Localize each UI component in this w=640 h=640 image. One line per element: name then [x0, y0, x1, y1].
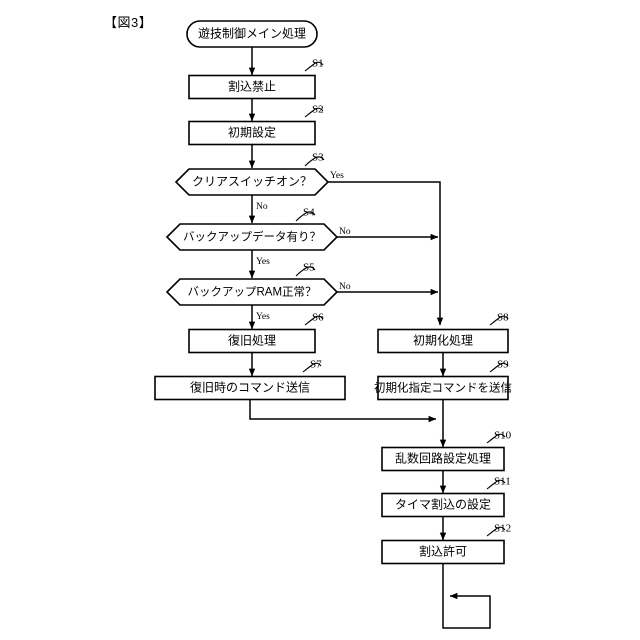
s12-process-shape [381, 539, 505, 565]
s4-step-label: S4 [303, 207, 315, 219]
node-s8: 初期化処理 S8 [377, 312, 509, 354]
node-s10: 乱数回路設定処理 S10 [381, 430, 512, 472]
s7-leader-line [302, 362, 322, 373]
s6-leader-line [304, 315, 324, 326]
node-s11: タイマ割込の設定 S11 [381, 476, 511, 518]
connector-group [248, 47, 491, 629]
s8-step-label: S8 [497, 312, 509, 324]
s11-step-label: S11 [494, 476, 511, 488]
s11-label: タイマ割込の設定 [395, 497, 491, 512]
s3-no-branch-label: No [256, 202, 268, 212]
s4-decision-shape [165, 223, 339, 251]
s2-step-label: S2 [312, 104, 324, 116]
s2-label: 初期設定 [228, 125, 276, 140]
s12-step-label: S12 [494, 523, 511, 535]
node-s9: 初期化指定コマンドを送信 S9 [374, 359, 512, 401]
s12-label: 割込許可 [419, 544, 467, 559]
node-s6: 復旧処理 S6 [188, 312, 324, 354]
node-s5: バックアップRAM正常？ S5 No Yes [165, 262, 351, 322]
edge-s12-loop [442, 564, 491, 629]
s7-label: 復旧時のコマンド送信 [190, 380, 310, 395]
s9-label: 初期化指定コマンドを送信 [374, 381, 512, 395]
s4-no-branch-label: No [339, 227, 351, 237]
s10-label: 乱数回路設定処理 [395, 451, 491, 466]
s3-label: クリアスイッチオン？ [192, 175, 312, 189]
s2-leader-line [304, 107, 324, 118]
start-label: 遊技制御メイン処理 [198, 26, 306, 41]
node-s4: バックアップデータ有り？ S4 No Yes [165, 207, 351, 267]
s9-step-label: S9 [497, 359, 509, 371]
s4-label: バックアップデータ有り？ [183, 230, 321, 244]
s1-process-shape [188, 74, 316, 100]
node-s1: 割込禁止 S1 [188, 58, 324, 100]
node-start: 遊技制御メイン処理 [186, 20, 318, 48]
s1-label: 割込禁止 [228, 79, 276, 94]
s6-label: 復旧処理 [228, 333, 276, 348]
node-s3: クリアスイッチオン？ S3 Yes No [174, 152, 344, 212]
figure-number-label: 【図3】 [104, 15, 153, 30]
s7-process-shape [154, 375, 346, 401]
node-s12: 割込許可 S12 [381, 523, 511, 565]
s5-no-branch-label: No [339, 282, 351, 292]
s5-yes-branch-label: Yes [256, 312, 270, 322]
s11-leader-line [486, 479, 506, 490]
s5-decision-shape [165, 278, 339, 306]
edge-s7-to-trunk [249, 400, 437, 423]
s12-leader-line [486, 526, 506, 537]
s11-process-shape [381, 492, 505, 518]
s3-decision-shape [174, 168, 330, 196]
s5-label: バックアップRAM正常？ [187, 286, 316, 299]
s9-leader-line [489, 362, 509, 373]
s10-process-shape [381, 446, 505, 472]
s10-leader-line [486, 433, 506, 444]
s3-step-label: S3 [312, 152, 324, 164]
s7-step-label: S7 [310, 359, 322, 371]
s1-step-label: S1 [312, 58, 324, 70]
node-s2: 初期設定 S2 [188, 104, 324, 146]
s4-yes-branch-label: Yes [256, 257, 270, 267]
s10-step-label: S10 [494, 430, 512, 442]
edge-s3-yes-trunk [328, 181, 444, 326]
s6-step-label: S6 [312, 312, 324, 324]
s4-leader-line [295, 211, 316, 222]
s8-label: 初期化処理 [413, 334, 473, 348]
s9-process-shape [377, 375, 509, 401]
s5-step-label: S5 [303, 262, 315, 274]
s5-leader-line [295, 266, 316, 277]
s6-process-shape [188, 328, 316, 354]
node-s7: 復旧時のコマンド送信 S7 [154, 359, 346, 401]
s3-leader-line [304, 156, 325, 167]
s1-leader-line [304, 61, 324, 72]
s8-leader-line [489, 315, 509, 326]
s3-yes-branch-label: Yes [330, 171, 344, 181]
s8-process-shape [377, 328, 509, 354]
s2-process-shape [188, 120, 316, 146]
start-terminator-shape [186, 20, 318, 48]
